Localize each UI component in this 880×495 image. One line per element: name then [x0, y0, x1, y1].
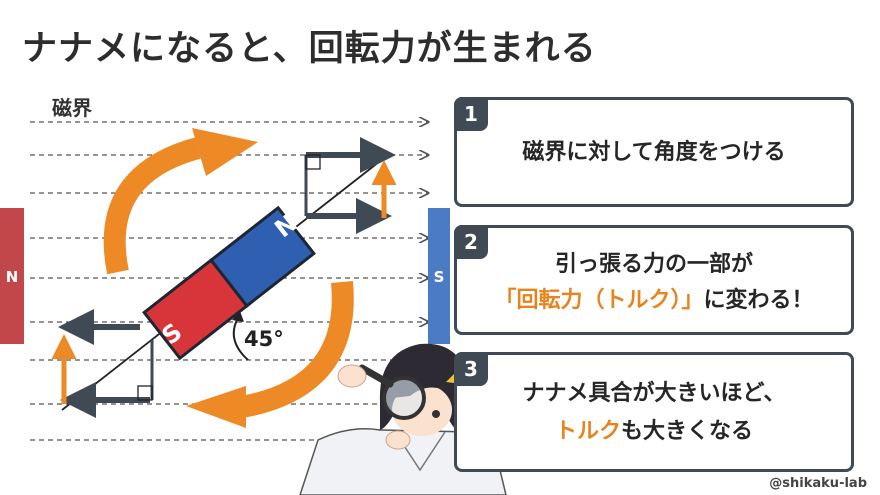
- angle-label: 45°: [244, 327, 284, 351]
- magnetic-field-label: 磁界: [52, 96, 92, 120]
- left-n-pole: [0, 208, 24, 344]
- step-2-highlight: 「回転力（トルク）」: [494, 288, 704, 313]
- step-1-number: 1: [454, 97, 488, 131]
- hand: [337, 364, 367, 388]
- rotation-arc-top-head: [192, 128, 258, 176]
- step-3-line2-rest: も大きくなる: [621, 419, 754, 444]
- bar-magnet: [142, 205, 316, 361]
- step-2-line2-rest: に変わる！: [703, 288, 814, 313]
- left-n-pole-label: N: [6, 268, 19, 286]
- step-2-number: 2: [454, 225, 488, 259]
- rotation-arc-bottom-head: [186, 386, 246, 428]
- angle-arc: [232, 317, 249, 361]
- step-1-text: 磁界に対して角度をつける: [522, 140, 786, 165]
- magnifier-lens-icon: [382, 376, 426, 420]
- step-3-box: 3 ナナメ具合が大きいほど、 トルクも大きくなる: [454, 352, 854, 472]
- credit-handle: @shikaku-lab: [766, 476, 870, 491]
- step-3-number: 3: [454, 352, 488, 386]
- right-s-pole: [428, 208, 450, 344]
- step-2-box: 2 引っ張る力の一部が 「回転力（トルク）」に変わる！: [454, 225, 854, 335]
- magnet-s-half: [209, 205, 316, 308]
- bottom-right-angle-mark: [137, 385, 153, 401]
- step-1-box: 1 磁界に対して角度をつける: [454, 97, 854, 207]
- page-title: ナナメになると、回転力が生まれる: [22, 29, 597, 69]
- step-3-highlight: トルク: [554, 419, 621, 444]
- eye: [432, 410, 440, 418]
- rotation-arc-top: [103, 137, 202, 275]
- chin-hand: [385, 430, 411, 450]
- step-3-line1: ナナメ具合が大きいほど、: [522, 381, 786, 406]
- right-s-pole-label: S: [434, 268, 445, 286]
- angle-arc-head: [232, 311, 244, 322]
- step-3-line2: トルクも大きくなる: [457, 415, 851, 449]
- step-2-line1: 引っ張る力の一部が: [554, 252, 753, 277]
- rotation-arc-bottom: [234, 280, 354, 419]
- step-2-line2: 「回転力（トルク）」に変わる！: [457, 284, 851, 318]
- top-right-angle-mark: [305, 154, 321, 170]
- magnifier-handle: [358, 364, 394, 388]
